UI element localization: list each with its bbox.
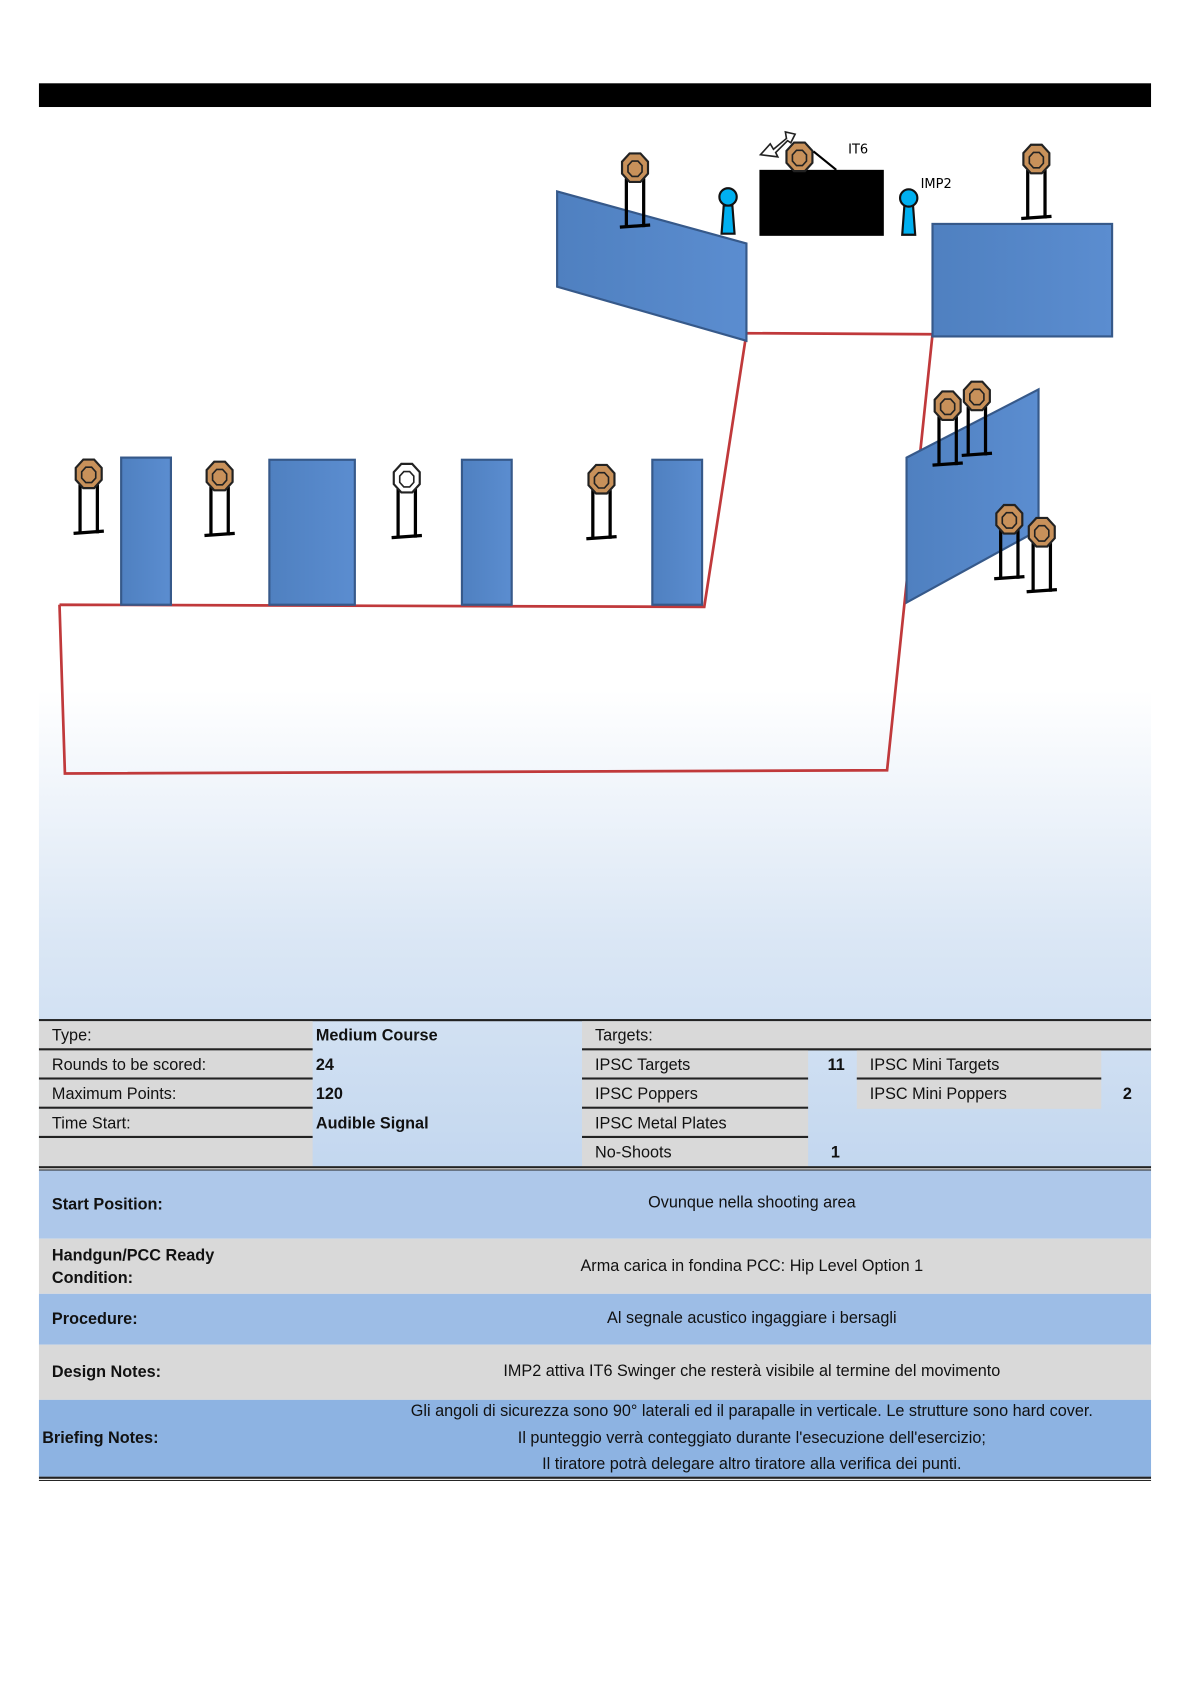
target-type: IPSC Metal Plates: [582, 1108, 809, 1139]
briefing-line: Il tiratore potrà delegare altro tirator…: [542, 1455, 962, 1474]
swinger-label: IT6: [848, 143, 868, 158]
mini-target-type: IPSC Mini Targets: [856, 1050, 1102, 1080]
divider: [38, 1479, 1152, 1481]
target-count: 11: [827, 1055, 845, 1075]
swinger-target: [785, 141, 814, 173]
target-count: 1: [830, 1143, 840, 1162]
ready-label-2: Condition:: [51, 1268, 134, 1288]
points-value: 120: [315, 1085, 343, 1104]
briefing-notes-row: Briefing Notes: Gli angoli di sicurezza …: [38, 1399, 1152, 1477]
stage-diagram: IT6 IMP2: [58, 130, 1114, 775]
swinger-cover-box: [759, 169, 884, 236]
target-type: No-Shoots: [582, 1138, 809, 1168]
ready-condition-value: Arma carica in fondina PCC: Hip Level Op…: [580, 1257, 924, 1276]
paper-target: [586, 463, 617, 541]
paper-target: [1021, 143, 1052, 221]
start-position-label: Start Position:: [51, 1195, 163, 1214]
paper-target: [961, 380, 993, 458]
paper-target: [204, 460, 235, 538]
rounds-value: 24: [315, 1055, 334, 1075]
divider: [38, 1476, 1152, 1479]
procedure-label: Procedure:: [51, 1310, 138, 1329]
type-label: Type:: [38, 1021, 313, 1051]
design-notes-row: Design Notes: IMP2 attiva IT6 Swinger ch…: [38, 1344, 1152, 1400]
time-start-label: Time Start:: [38, 1108, 313, 1139]
wall-1: [120, 456, 173, 606]
ready-label-1: Handgun/PCC Ready: [51, 1246, 215, 1265]
procedure-row: Procedure: Al segnale acustico ingaggiar…: [38, 1293, 1152, 1345]
divider: [38, 1169, 1152, 1171]
paper-target: [1026, 516, 1058, 594]
design-notes-value: IMP2 attiva IT6 Swinger che resterà visi…: [503, 1361, 1001, 1381]
popper-1: [718, 187, 738, 235]
divider: [38, 1166, 1152, 1169]
table-top-line: [38, 1019, 1152, 1022]
target-type: IPSC Poppers: [582, 1079, 809, 1109]
time-start-value: Audible Signal: [315, 1114, 429, 1133]
points-label: Maximum Points:: [38, 1079, 313, 1109]
briefing-line: Gli angoli di sicurezza sono 90° lateral…: [410, 1402, 1093, 1421]
empty-cell: [38, 1138, 313, 1168]
briefing-line: Il punteggio verrà conteggiato durante l…: [517, 1429, 986, 1448]
wall-slanted-top: [556, 190, 748, 343]
wall-2: [268, 458, 356, 606]
paper-target: [994, 503, 1025, 581]
briefing-notes-label: Briefing Notes:: [42, 1429, 159, 1448]
swinger-arrow-icon: [758, 130, 797, 158]
type-value: Medium Course: [315, 1026, 438, 1046]
popper-label: IMP2: [921, 177, 952, 192]
targets-label: Targets:: [582, 1021, 1152, 1051]
header-bar: [38, 83, 1152, 108]
rounds-label: Rounds to be scored:: [38, 1050, 313, 1080]
wall-4: [651, 458, 704, 606]
start-position-row: Start Position: Ovunque nella shooting a…: [38, 1170, 1152, 1239]
paper-target: [73, 458, 104, 535]
design-notes-label: Design Notes:: [51, 1363, 162, 1382]
wall-top-right: [931, 222, 1114, 338]
target-type: IPSC Targets: [582, 1050, 809, 1080]
paper-target: [932, 390, 963, 467]
popper-2-imp2: [898, 188, 919, 236]
no-shoot-target: [391, 462, 423, 540]
ready-condition-row: Handgun/PCC Ready Condition: Arma carica…: [38, 1238, 1152, 1294]
start-position-value: Ovunque nella shooting area: [648, 1193, 856, 1212]
mini-target-count: 2: [1122, 1085, 1132, 1104]
mini-target-type: IPSC Mini Poppers: [856, 1079, 1102, 1109]
wall-3: [460, 458, 513, 606]
paper-target: [619, 152, 651, 229]
procedure-value: Al segnale acustico ingaggiare i bersagl…: [607, 1308, 897, 1328]
